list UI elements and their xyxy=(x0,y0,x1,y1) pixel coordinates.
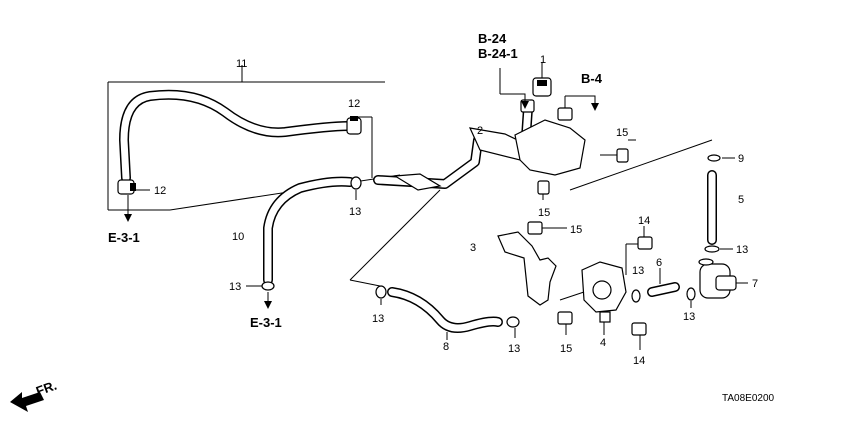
arrow-e31-left xyxy=(124,195,132,222)
callout-1: 1 xyxy=(540,54,546,66)
callout-15-lower: 15 xyxy=(560,343,572,355)
clamp-12-left xyxy=(117,179,150,195)
bolt-15-lower xyxy=(557,311,573,335)
bracket-3 xyxy=(497,231,557,306)
callout-15-upper: 15 xyxy=(616,127,628,139)
callout-10: 10 xyxy=(232,231,244,243)
callout-13-b: 13 xyxy=(229,281,241,293)
pipe-assembly-2 xyxy=(373,99,535,191)
clamp-13-hose5 xyxy=(704,245,733,253)
clamp-12-top xyxy=(346,116,362,135)
hose-6 xyxy=(647,268,680,297)
callout-3: 3 xyxy=(470,242,476,254)
clamp-13-hose10-bottom xyxy=(246,281,275,309)
ref-e31-center: E-3-1 xyxy=(250,315,282,330)
bolt-15-upper xyxy=(600,139,636,163)
callout-13-g: 13 xyxy=(736,244,748,256)
callout-12-left: 12 xyxy=(154,185,166,197)
bolt-14-lower xyxy=(631,322,647,350)
callout-14-upper-pos: 14 xyxy=(638,215,650,227)
valve-4 xyxy=(559,261,627,335)
clamp-13-hose8-left xyxy=(375,285,387,305)
bracket-upper xyxy=(514,95,599,176)
ref-e31-left: E-3-1 xyxy=(108,230,140,245)
callout-6: 6 xyxy=(656,257,662,269)
leader-line-left xyxy=(349,189,441,281)
bolt-15-mid xyxy=(537,180,550,200)
leader-line-hose8 xyxy=(349,279,381,287)
callout-15-bracket3: 15 xyxy=(570,224,582,236)
front-label: FR. xyxy=(34,378,59,399)
diagram-code: TA08E0200 xyxy=(722,393,775,404)
ref-b4: B-4 xyxy=(581,71,603,86)
bolt-14-upper xyxy=(625,226,653,275)
callout-14-lower: 14 xyxy=(633,355,645,367)
callout-13-f: 13 xyxy=(683,311,695,323)
ref-b24-1: B-24-1 xyxy=(478,46,518,61)
clamp-13-hose8-right xyxy=(506,316,520,338)
check-valve-7 xyxy=(698,258,748,299)
callout-13-c: 13 xyxy=(372,313,384,325)
hose-8 xyxy=(387,287,503,340)
arrow-b24 xyxy=(499,68,529,109)
hose-11 xyxy=(119,89,353,183)
callout-5: 5 xyxy=(738,194,744,206)
hose-10 xyxy=(263,176,355,285)
callout-13-a: 13 xyxy=(349,206,361,218)
clamp-1 xyxy=(532,62,552,97)
callout-12-top: 12 xyxy=(348,98,360,110)
clamp-13-hose10-top xyxy=(350,176,362,200)
bolt-15-bracket3 xyxy=(527,221,567,235)
callout-15-mid: 15 xyxy=(538,207,550,219)
callout-2: 2 xyxy=(477,125,483,137)
ref-b24: B-24 xyxy=(478,31,507,46)
leader-line-right xyxy=(569,139,713,191)
clamp-9 xyxy=(707,154,735,162)
callout-13-d: 13 xyxy=(508,343,520,355)
callout-11: 11 xyxy=(236,58,247,70)
callout-7: 7 xyxy=(752,278,758,290)
callout-9: 9 xyxy=(738,153,744,165)
callout-8: 8 xyxy=(443,341,449,353)
clamp-13-hose6-left xyxy=(631,289,641,303)
front-arrow-icon xyxy=(10,392,44,412)
callout-4: 4 xyxy=(600,337,606,349)
callout-13-e: 13 xyxy=(632,265,644,277)
clamp-13-hose6-right xyxy=(686,287,696,308)
